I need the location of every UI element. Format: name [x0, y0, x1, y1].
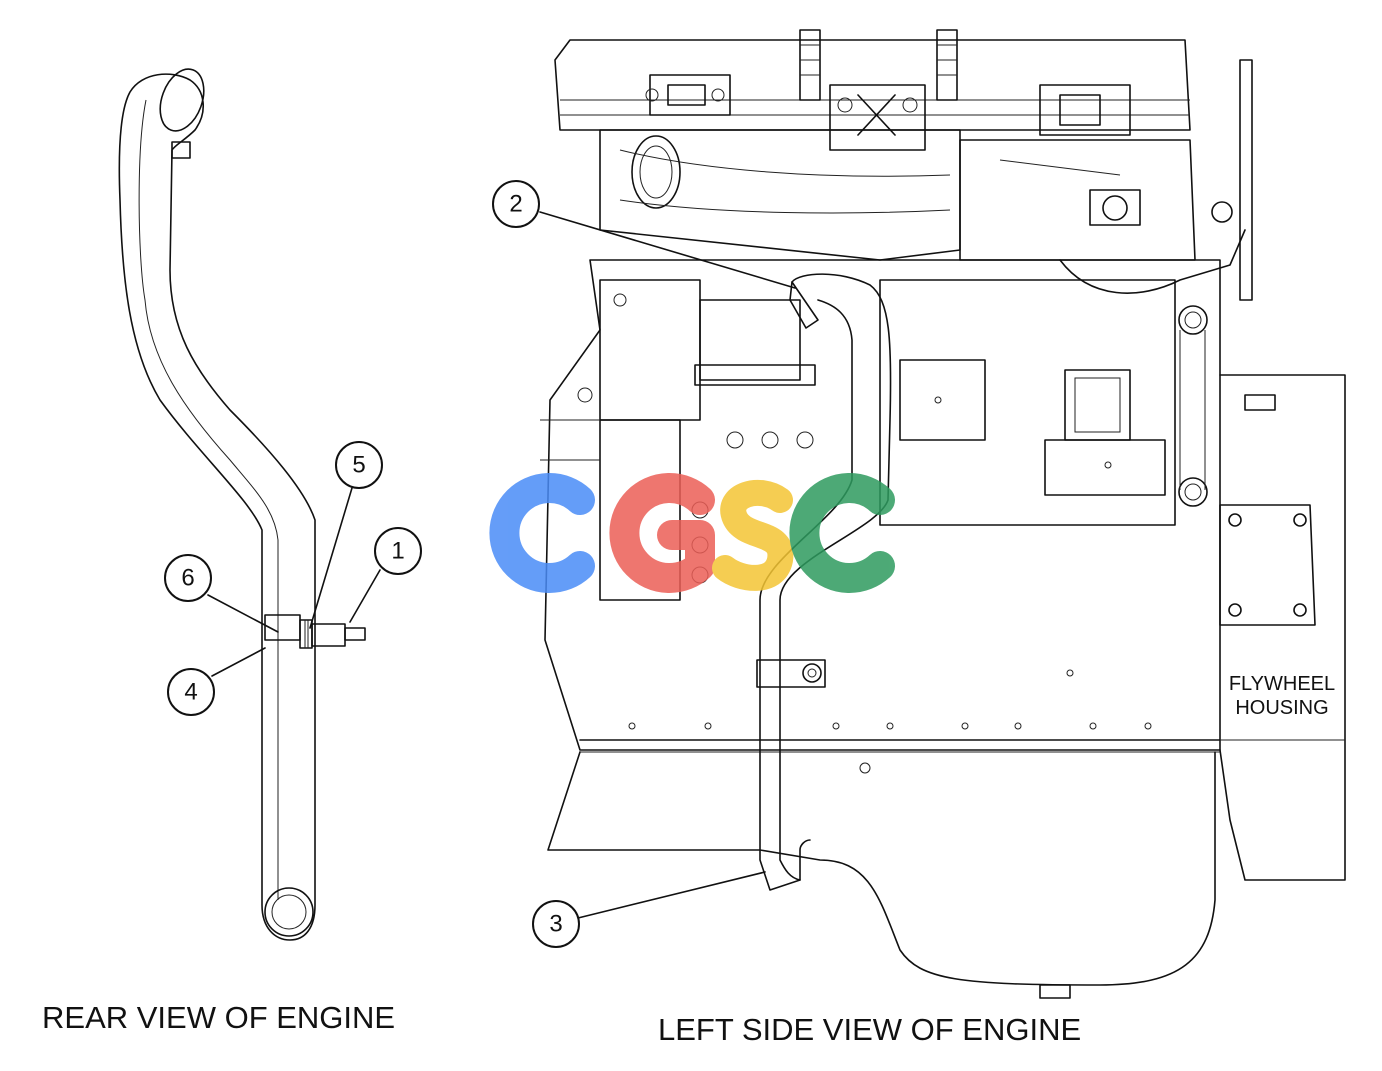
rear-view-tube — [118, 68, 316, 941]
callout-5: 5 — [335, 441, 383, 489]
callout-1: 1 — [374, 527, 422, 575]
flywheel-housing-label: FLYWHEEL HOUSING — [1229, 673, 1335, 719]
callout-3: 3 — [532, 900, 580, 948]
callout-2: 2 — [492, 180, 540, 228]
callout-6-label: 6 — [181, 565, 194, 592]
callout-leaders-rear — [207, 487, 381, 677]
watermark-logo — [489, 473, 895, 593]
callout-4-label: 4 — [184, 679, 197, 706]
block-bolt-row — [628, 669, 1152, 774]
callout-leaders-side — [539, 211, 796, 919]
callout-4: 4 — [167, 668, 215, 716]
left-view-caption: LEFT SIDE VIEW OF ENGINE — [658, 1012, 1081, 1047]
rear-view-caption: REAR VIEW OF ENGINE — [42, 1000, 395, 1035]
callout-3-label: 3 — [549, 911, 562, 938]
callout-2-label: 2 — [509, 191, 522, 218]
callout-1-label: 1 — [391, 538, 404, 565]
engine-block — [540, 29, 1346, 999]
flywheel-label-line2: HOUSING — [1235, 697, 1328, 719]
flywheel-label-line1: FLYWHEEL — [1229, 673, 1335, 695]
rear-view-bracket — [264, 614, 366, 649]
callout-5-label: 5 — [352, 452, 365, 479]
callout-6: 6 — [164, 554, 212, 602]
